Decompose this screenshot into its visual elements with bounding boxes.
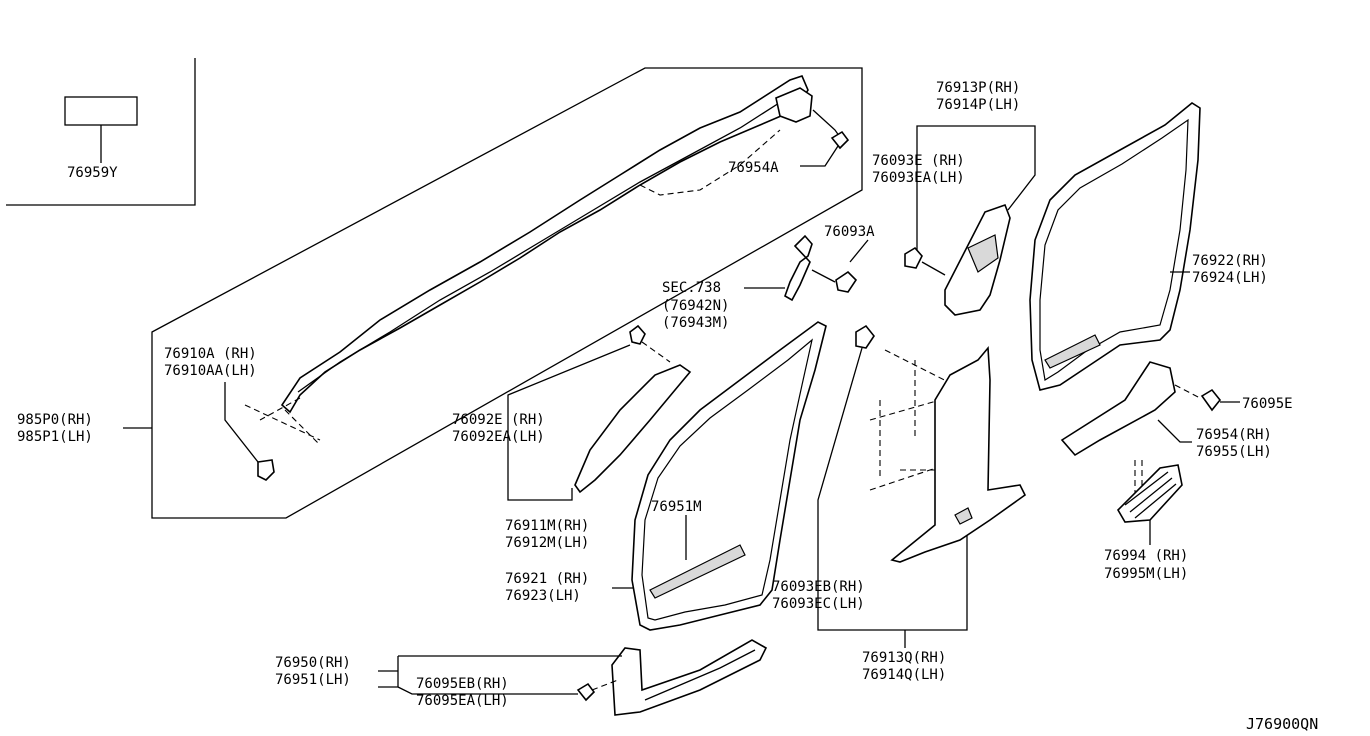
label-76095ea[interactable]: 76095EA(LH) <box>416 693 509 709</box>
label-76924[interactable]: 76924(LH) <box>1192 270 1268 286</box>
front-pillar-trim: 76092E (RH) 76092EA(LH) 76911M(RH) 76912… <box>452 324 692 551</box>
rear-kicking-plate: 76095E 76954(RH) 76955(LH) 76994 (RH) 76… <box>1060 361 1293 582</box>
label-76922[interactable]: 76922(RH) <box>1192 253 1268 269</box>
pillar-trim-lower: 76093EB(RH) 76093EC(LH) 76913Q(RH) 76914… <box>772 324 1027 683</box>
front-weatherstrip: 76951M 76921 (RH) 76923(LH) <box>505 321 827 631</box>
label-76923[interactable]: 76923(LH) <box>505 588 581 604</box>
label-76914p[interactable]: 76914P(LH) <box>936 97 1020 113</box>
label-76959y[interactable]: 76959Y <box>67 165 118 181</box>
label-76092ea[interactable]: 76092EA(LH) <box>452 429 545 445</box>
rear-weatherstrip: 76958 76922(RH) 76924(LH) <box>1029 102 1268 391</box>
label-76911m[interactable]: 76911M(RH) <box>505 518 589 534</box>
label-76943m[interactable]: (76943M) <box>662 315 729 331</box>
label-76095e[interactable]: 76095E <box>1242 396 1293 412</box>
front-kicking-plate: 76950(RH) 76951(LH) 76095EB(RH) 76095EA(… <box>275 639 768 716</box>
label-76093ec[interactable]: 76093EC(LH) <box>772 596 865 612</box>
label-76910aa[interactable]: 76910AA(LH) <box>164 363 257 379</box>
label-76913q[interactable]: 76913Q(RH) <box>862 650 946 666</box>
label-76093a[interactable]: 76093A <box>824 224 875 240</box>
pillar-trim-upper: 76913P(RH) 76914P(LH) 76093E (RH) 76093E… <box>872 80 1036 316</box>
roof-rail-group: 76954A <box>151 67 863 519</box>
label-76913p[interactable]: 76913P(RH) <box>936 80 1020 96</box>
callout-985p0: 985P0(RH) 985P1(LH) <box>17 412 152 445</box>
inset-box: 76959Y <box>6 58 196 206</box>
label-76995m[interactable]: 76995M(LH) <box>1104 566 1188 582</box>
label-76095eb[interactable]: 76095EB(RH) <box>416 676 509 692</box>
label-sec738[interactable]: SEC.738 <box>662 280 721 296</box>
label-76951[interactable]: 76951(LH) <box>275 672 351 688</box>
label-76912m[interactable]: 76912M(LH) <box>505 535 589 551</box>
label-76950[interactable]: 76950(RH) <box>275 655 351 671</box>
label-76914q[interactable]: 76914Q(LH) <box>862 667 946 683</box>
label-76954[interactable]: 76954(RH) <box>1196 427 1272 443</box>
label-76910a[interactable]: 76910A (RH) <box>164 346 257 362</box>
label-76093ea[interactable]: 76093EA(LH) <box>872 170 965 186</box>
label-76955[interactable]: 76955(LH) <box>1196 444 1272 460</box>
label-76994[interactable]: 76994 (RH) <box>1104 548 1188 564</box>
label-76921[interactable]: 76921 (RH) <box>505 571 589 587</box>
seatbelt-adjuster: 76093A SEC.738 (76942N) (76943M) <box>662 224 875 331</box>
label-76093eb[interactable]: 76093EB(RH) <box>772 579 865 595</box>
label-985p1[interactable]: 985P1(LH) <box>17 429 93 445</box>
label-76951m[interactable]: 76951M <box>651 499 702 515</box>
label-76093e[interactable]: 76093E (RH) <box>872 153 965 169</box>
label-76954a[interactable]: 76954A <box>728 160 779 176</box>
diagram-code: J76900QN <box>1246 715 1318 733</box>
screw-76910a: 76910A (RH) 76910AA(LH) <box>164 346 275 481</box>
label-76092e[interactable]: 76092E (RH) <box>452 412 545 428</box>
label-985p0[interactable]: 985P0(RH) <box>17 412 93 428</box>
label-76942n[interactable]: (76942N) <box>662 298 729 314</box>
